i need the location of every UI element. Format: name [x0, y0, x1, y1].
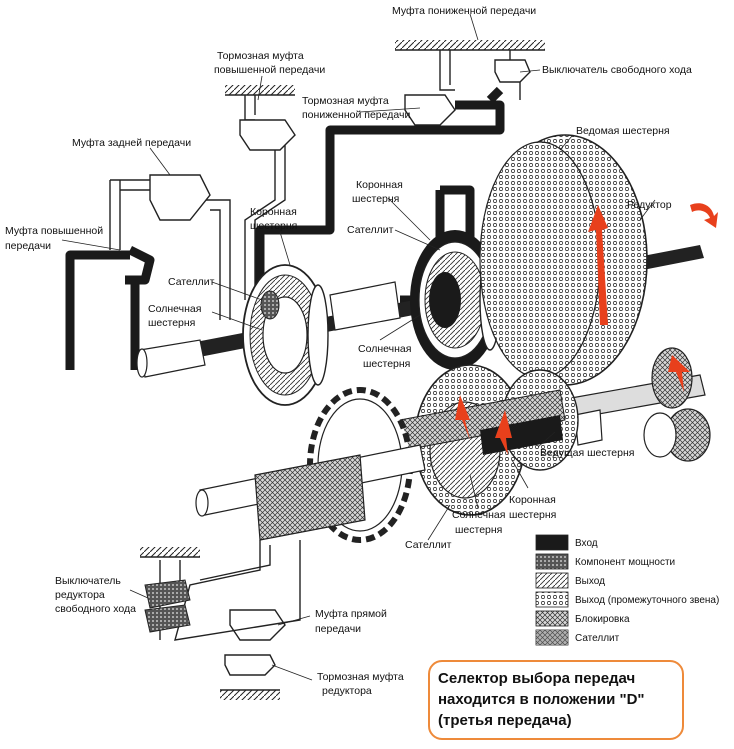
label-direct-clutch-l1: Муфта прямой — [315, 608, 387, 620]
legend: Вход Компонент мощности Выход Выход (про… — [535, 534, 719, 646]
reducer-rotation-arrow-icon — [690, 203, 718, 228]
label-ring-gear-c-l1: Коронная — [509, 494, 556, 506]
label-reducer: Редуктор — [627, 199, 672, 211]
label-reverse-clutch: Муфта задней передачи — [72, 137, 191, 149]
label-sun-gear-b-l2: шестерня — [363, 358, 410, 370]
label-reducer-freewheel-l2: редуктора — [55, 589, 105, 601]
label-reducer-freewheel-l1: Выключатель — [55, 575, 121, 587]
legend-swatch-power — [535, 553, 569, 570]
label-drive-gear: Ведущая шестерня — [540, 447, 634, 459]
note-line-1: Селектор выбора передач — [438, 670, 636, 687]
lower-shaft — [195, 444, 426, 541]
legend-swatch-input — [535, 534, 569, 551]
label-low-brake-l2: пониженной передачи — [302, 109, 410, 121]
label-overdrive-clutch-l2: передачи — [5, 240, 51, 252]
rotation-arrows — [455, 203, 718, 455]
label-low-gear-clutch: Муфта пониженной передачи — [392, 5, 536, 17]
legend-swatch-intermediate — [535, 591, 569, 608]
legend-label-intermediate: Выход (промежуточного звена) — [575, 595, 719, 606]
gear-selector-note: Селектор выбора передач находится в поло… — [428, 660, 684, 740]
label-ring-gear-c-l2: шестерня — [509, 509, 556, 521]
label-sun-gear-b-l1: Солнечная — [358, 343, 411, 355]
label-driven-gear: Ведомая шестерня — [576, 125, 670, 137]
clutch-linkages — [109, 50, 521, 320]
reducer-planetary-set — [399, 364, 579, 516]
label-reducer-freewheel-l3: свободного хода — [55, 603, 136, 615]
legend-label-power: Компонент мощности — [575, 557, 675, 568]
label-overdrive-brake-l2: повышенной передачи — [214, 64, 325, 76]
label-sun-gear-c-l1: Солнечная — [452, 509, 505, 521]
label-overdrive-brake-l1: Тормозная муфта — [217, 50, 304, 62]
note-line-2: находится в положении "D" — [438, 691, 645, 708]
label-sun-gear-a-l1: Солнечная — [148, 303, 201, 315]
label-planet-b: Сателлит — [168, 276, 215, 288]
reducer-freewheel-pack — [144, 579, 191, 633]
legend-label-lock: Блокировка — [575, 614, 630, 625]
lower-sun-arrow-icon — [495, 410, 512, 455]
rear-planetary-set — [410, 230, 501, 370]
note-line-3: (третья передача) — [438, 712, 572, 729]
label-sun-gear-c-l2: шестерня — [455, 524, 502, 536]
legend-swatch-output — [535, 572, 569, 589]
output-gear-arrow-icon — [668, 355, 690, 392]
label-overdrive-clutch-l1: Муфта повышенной — [5, 225, 103, 237]
label-planet-c: Сателлит — [405, 539, 452, 551]
driven-gear — [479, 134, 648, 386]
legend-swatch-lock — [535, 610, 569, 627]
clutch-packs — [149, 59, 531, 676]
legend-label-input: Вход — [575, 538, 598, 549]
label-freewheel-switch: Выключатель свободного хода — [542, 64, 692, 76]
label-ring-gear-b-l1: Коронная — [356, 179, 403, 191]
driven-gear-arrow-icon — [588, 205, 608, 325]
reducer-gears — [559, 347, 711, 462]
label-direct-clutch-l2: передачи — [315, 623, 361, 635]
lower-ring-arrow-icon — [455, 395, 470, 440]
label-ring-gear-b-l2: шестерня — [352, 193, 399, 205]
front-planetary-set — [242, 264, 329, 406]
label-reducer-brake-l2: редуктора — [322, 685, 372, 697]
label-low-brake-l1: Тормозная муфта — [302, 95, 389, 107]
component-labels: Муфта пониженной передачи Выключатель св… — [5, 5, 692, 697]
label-reducer-brake-l1: Тормозная муфта — [317, 671, 404, 683]
legend-label-planet: Сателлит — [575, 633, 620, 644]
leader-lines — [61, 13, 656, 681]
legend-swatch-planet-texture — [536, 630, 568, 645]
label-planet-a: Сателлит — [347, 224, 394, 236]
label-sun-gear-a-l2: шестерня — [148, 317, 195, 329]
label-ring-gear-a-l1: Коронная — [250, 206, 297, 218]
label-ring-gear-a-l2: шестерня — [250, 220, 297, 232]
legend-label-output: Выход — [575, 576, 605, 587]
